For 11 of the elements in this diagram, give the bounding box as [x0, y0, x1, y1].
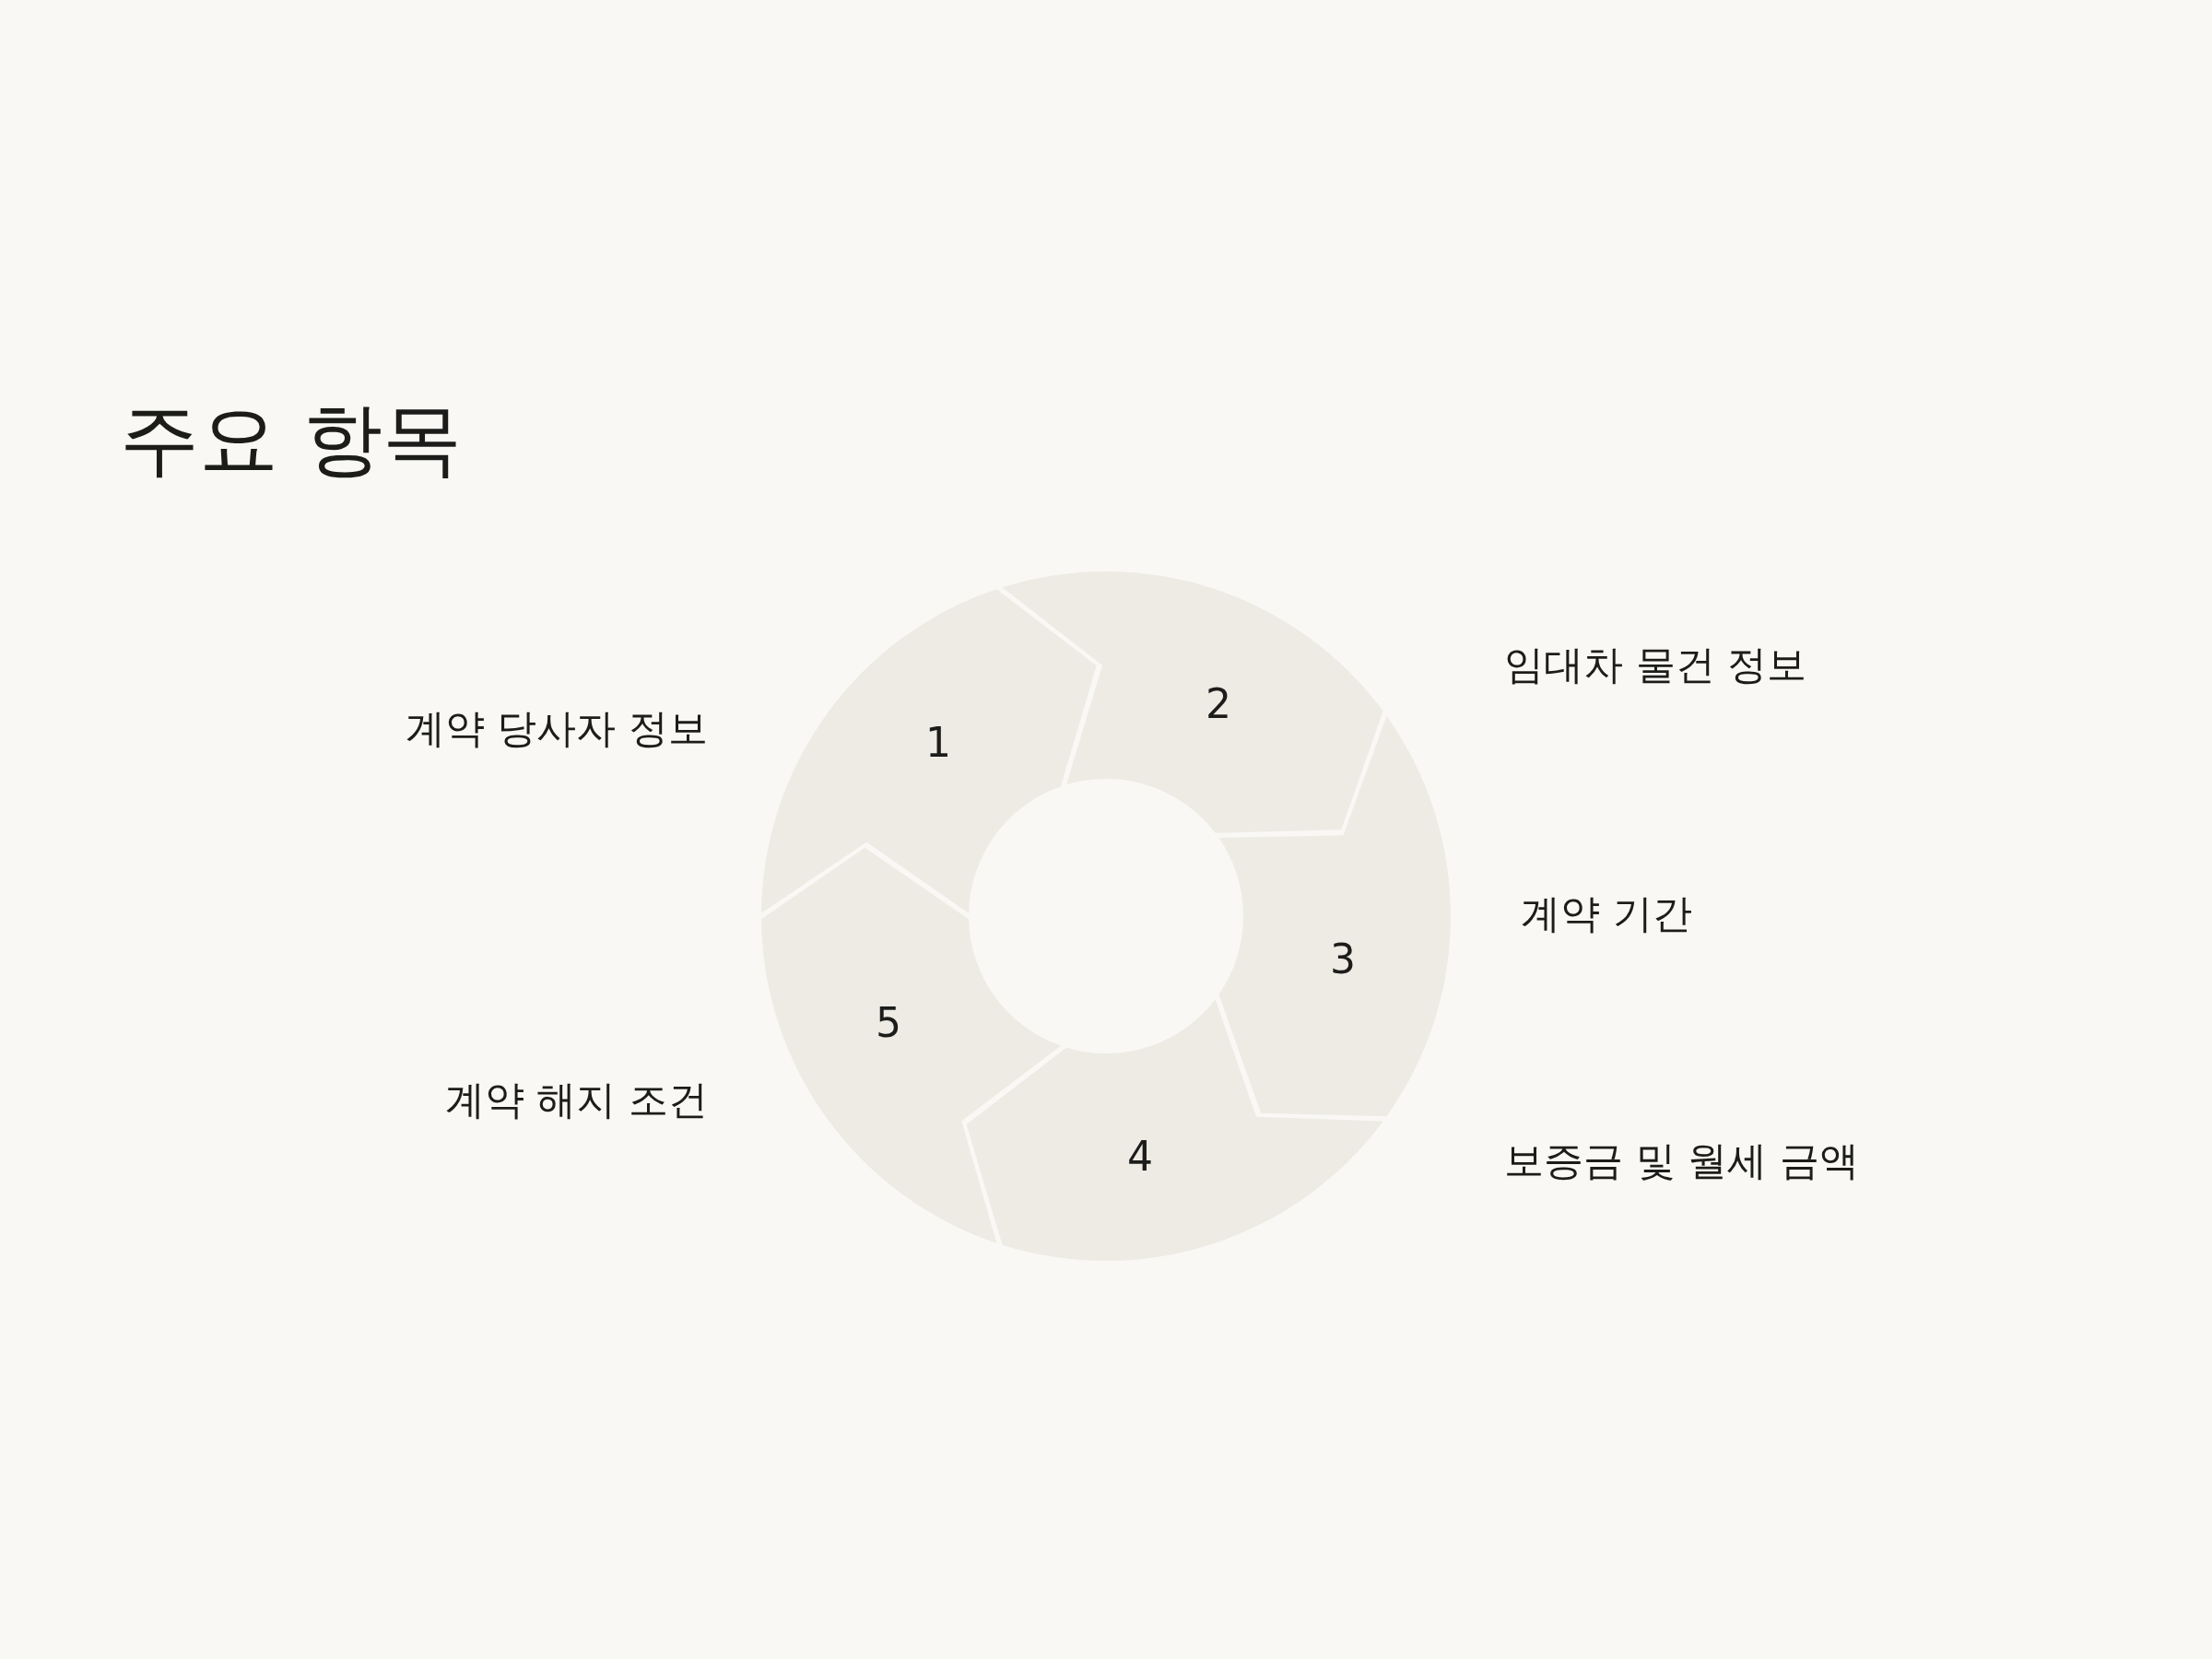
step-number: 5	[876, 999, 901, 1047]
item-label: 계약 기간	[1521, 891, 1692, 937]
item-label: 보증금 및 월세 금액	[1504, 1138, 1859, 1184]
step-number: 4	[1127, 1133, 1153, 1181]
step-number: 1	[925, 719, 951, 767]
item-label: 계약 당사자 정보	[405, 706, 708, 752]
item-label: 임대차 물건 정보	[1504, 642, 1807, 688]
title: 주요 항목	[120, 392, 463, 487]
step-number: 2	[1206, 680, 1231, 728]
step-number: 3	[1330, 935, 1356, 983]
item-label: 계약 해지 조건	[444, 1077, 708, 1124]
